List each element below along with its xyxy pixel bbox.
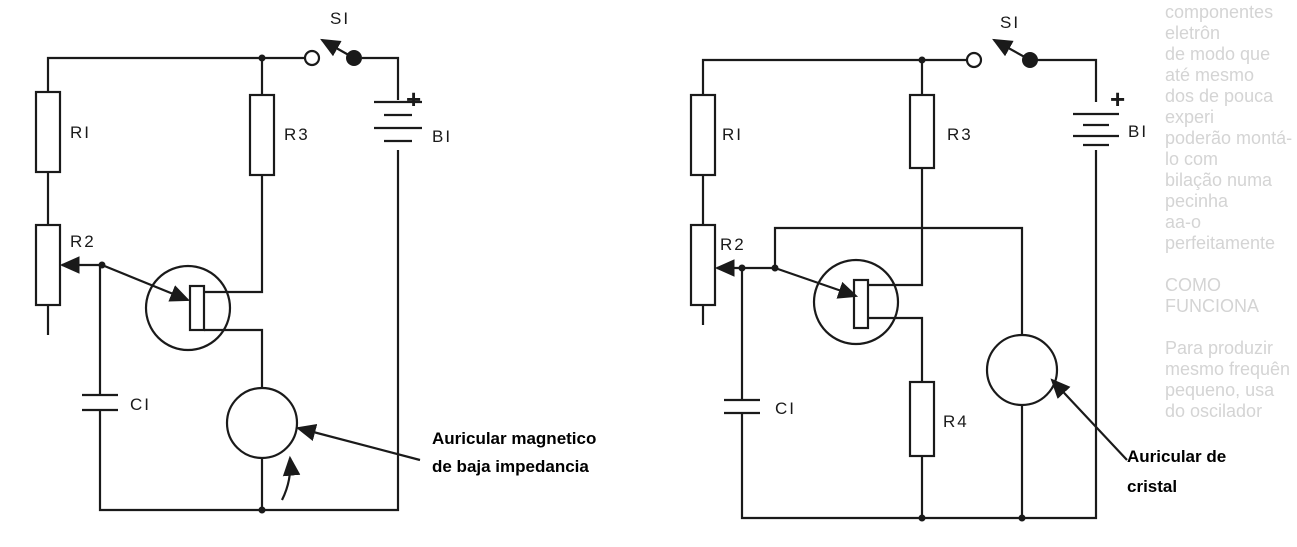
label-r3: R3	[284, 125, 310, 144]
resistor-r3	[908, 93, 936, 170]
resistor-r1	[689, 93, 717, 177]
label-r1: RI	[722, 125, 743, 144]
annotation-line-2: cristal	[1127, 477, 1177, 496]
ghost-line: do oscilador	[1165, 401, 1263, 421]
wire	[46, 56, 400, 512]
label-b1: BI	[432, 127, 452, 146]
label-r4: R4	[943, 412, 969, 431]
annotation-line-1: Auricular de	[1127, 447, 1226, 466]
crystal-earphone	[985, 333, 1059, 407]
battery-b1	[374, 100, 422, 143]
switch-contact-open	[303, 49, 321, 67]
resistor-r3	[248, 93, 276, 177]
label-s1: SI	[330, 9, 350, 28]
magnetic-earphone	[225, 386, 299, 460]
annotation-arrow	[1050, 378, 1128, 461]
label-r3: R3	[947, 125, 973, 144]
switch-lever	[992, 38, 1031, 61]
label-r1: RI	[70, 123, 91, 142]
battery-b1	[1073, 112, 1119, 147]
ujt-transistor	[101, 263, 232, 352]
label-r2: R2	[720, 235, 746, 254]
label-s1: SI	[1000, 13, 1020, 32]
junction-dot	[1018, 514, 1026, 522]
junction-dot	[738, 264, 746, 272]
ghost-line: de modo que até mesmo	[1165, 44, 1271, 85]
label-c1: CI	[775, 399, 796, 418]
junction-dot	[918, 514, 926, 522]
curved-arrow	[281, 455, 301, 501]
switch-contact-open	[965, 51, 983, 69]
ghost-line: poderão montá-lo com	[1165, 128, 1293, 169]
label-b1: BI	[1128, 122, 1148, 141]
potentiometer-r2	[689, 223, 717, 307]
bleed-through-text: componentes eletrôn de modo que até mesm…	[1165, 2, 1295, 422]
ghost-line: dos de pouca experi	[1165, 86, 1274, 127]
label-r2: R2	[70, 232, 96, 251]
ghost-line: aa-o perfeitamente	[1165, 212, 1276, 253]
ujt-transistor	[774, 258, 900, 346]
resistor-r1	[34, 90, 62, 174]
junction-dot	[918, 56, 926, 64]
right-circuit: SI + BI RI R2 R3 R4 CI Auricular de cris…	[689, 13, 1226, 522]
potentiometer-r2	[34, 223, 62, 307]
junction-dot	[258, 54, 266, 62]
annotation-arrow	[295, 423, 421, 462]
switch-lever	[320, 38, 355, 59]
ghost-line: pequeno, usa	[1165, 380, 1275, 400]
left-circuit: SI + BI RI R2 R3 CI Auricular magnetico …	[34, 9, 596, 514]
ghost-line: bilação numa pecinha	[1165, 170, 1273, 211]
ghost-line: componentes eletrôn	[1165, 2, 1274, 43]
resistor-r4	[908, 380, 936, 458]
capacitor-c1	[82, 393, 118, 412]
wire	[701, 58, 1098, 520]
label-plus: +	[1110, 84, 1127, 114]
annotation-line-1: Auricular magnetico	[432, 429, 596, 448]
ghost-line: Para produzir	[1165, 338, 1274, 358]
ghost-line: COMO FUNCIONA	[1165, 275, 1259, 316]
label-plus: +	[406, 84, 423, 114]
capacitor-c1	[724, 398, 760, 415]
junction-dot	[258, 506, 266, 514]
label-c1: CI	[130, 395, 151, 414]
ghost-line: mesmo frequên	[1165, 359, 1291, 379]
annotation-line-2: de baja impedancia	[432, 457, 589, 476]
